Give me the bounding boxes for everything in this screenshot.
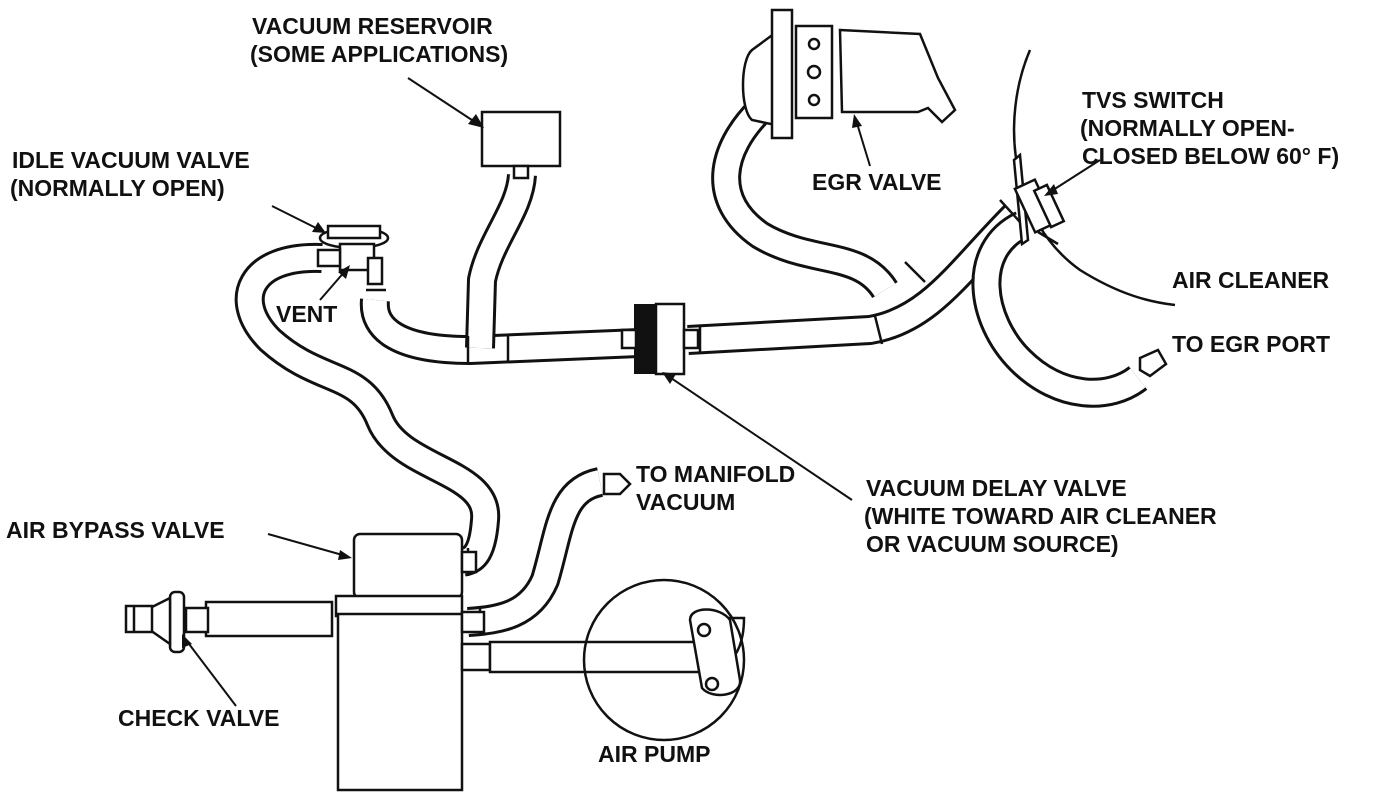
vent-label: VENT — [276, 301, 337, 327]
vacuum-reservoir — [480, 110, 562, 180]
egr-valve-label: EGR VALVE — [812, 169, 942, 195]
vacuum-delay-valve — [620, 302, 700, 376]
svg-text:TVS SWITCH: TVS SWITCH — [1082, 87, 1224, 113]
egr-port-arrow — [1138, 348, 1168, 378]
air-bypass-valve — [334, 532, 492, 792]
svg-text:CLOSED BELOW 60° F): CLOSED BELOW 60° F) — [1082, 143, 1339, 169]
tvs-switch — [1012, 152, 1066, 247]
svg-text:VACUUM DELAY VALVE: VACUUM DELAY VALVE — [866, 475, 1127, 501]
svg-text:OR VACUUM SOURCE): OR VACUUM SOURCE) — [866, 531, 1119, 557]
check-valve — [124, 590, 334, 654]
manifold-vacuum-label: TO MANIFOLD VACUUM — [636, 461, 795, 515]
air-cleaner-label: AIR CLEANER — [1172, 267, 1330, 293]
tvs-switch-label: TVS SWITCH (NORMALLY OPEN- CLOSED BELOW … — [1080, 87, 1339, 169]
vacuum-hoses — [234, 99, 1148, 637]
egr-valve — [741, 8, 957, 140]
vacuum-delay-valve-label: VACUUM DELAY VALVE (WHITE TOWARD AIR CLE… — [864, 475, 1217, 557]
air-pump — [582, 578, 746, 742]
manifold-vacuum-arrow — [602, 472, 632, 496]
idle-vacuum-valve — [316, 224, 390, 286]
idle-vacuum-valve-label: IDLE VACUUM VALVE (NORMALLY OPEN) — [10, 147, 250, 201]
label-pointers — [182, 77, 1101, 707]
svg-text:TO MANIFOLD: TO MANIFOLD — [636, 461, 795, 487]
svg-text:(WHITE TOWARD AIR CLEANER: (WHITE TOWARD AIR CLEANER — [864, 503, 1217, 529]
svg-text:(NORMALLY OPEN-: (NORMALLY OPEN- — [1080, 115, 1295, 141]
svg-text:IDLE VACUUM VALVE: IDLE VACUUM VALVE — [12, 147, 250, 173]
vacuum-reservoir-label: VACUUM RESERVOIR (SOME APPLICATIONS) — [250, 13, 508, 67]
svg-text:(SOME APPLICATIONS): (SOME APPLICATIONS) — [250, 41, 508, 67]
air-pump-label: AIR PUMP — [598, 741, 710, 767]
svg-text:(NORMALLY OPEN): (NORMALLY OPEN) — [10, 175, 225, 201]
check-valve-label: CHECK VALVE — [118, 705, 279, 731]
svg-text:VACUUM: VACUUM — [636, 489, 735, 515]
to-egr-port-label: TO EGR PORT — [1172, 331, 1330, 357]
air-bypass-valve-label: AIR BYPASS VALVE — [6, 517, 225, 543]
air-cleaner-outline — [1012, 49, 1176, 307]
svg-text:VACUUM RESERVOIR: VACUUM RESERVOIR — [252, 13, 493, 39]
